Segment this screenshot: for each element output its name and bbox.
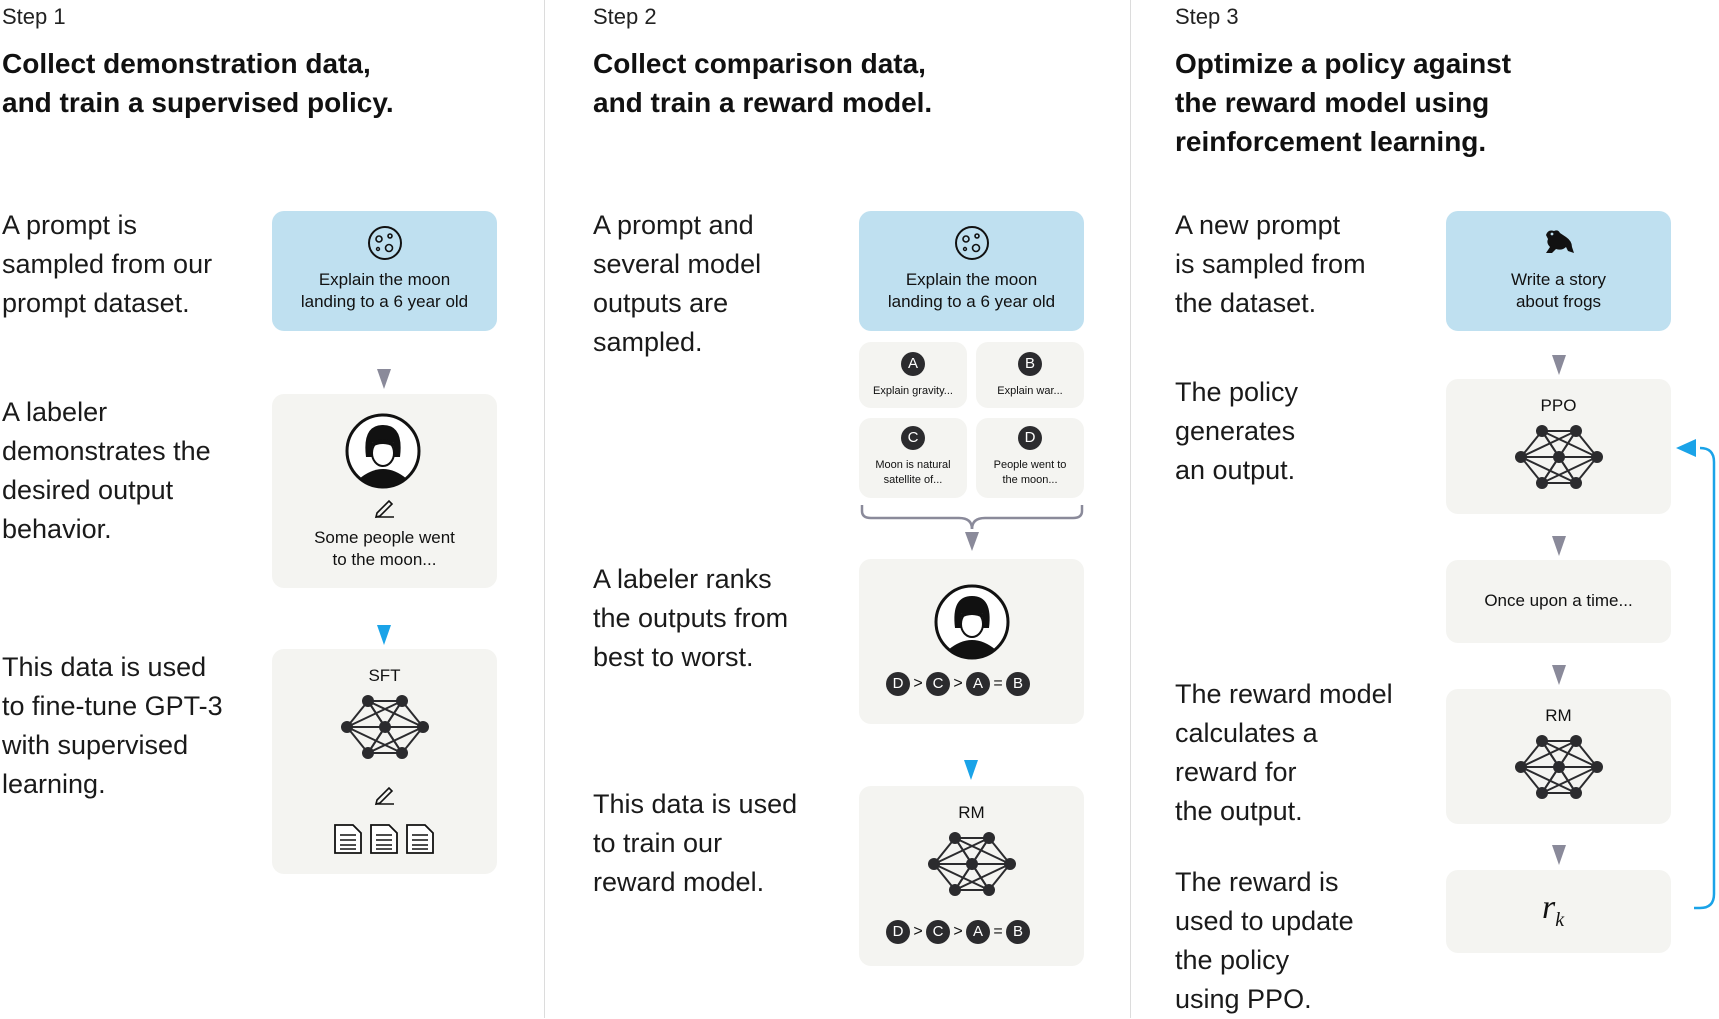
step-3-output-card: Once upon a time... (1446, 560, 1671, 643)
rank-badge: D (886, 672, 910, 696)
output-letter-badge: A (901, 352, 925, 376)
rank-badge: B (1006, 920, 1030, 944)
rank-badge: B (1006, 672, 1030, 696)
output-card-b: B Explain war... (976, 342, 1084, 408)
step-3-arrow-3 (1552, 665, 1566, 685)
rank-operator: > (953, 675, 963, 692)
rank-badge: A (966, 672, 990, 696)
ppo-label: PPO (1540, 396, 1577, 415)
step-3-ppo-card: PPO (1446, 379, 1671, 514)
rank-operator: > (913, 675, 923, 692)
rm-label: RM (958, 803, 985, 822)
labeler-avatar-icon (345, 413, 421, 489)
labeler-avatar-icon (934, 584, 1010, 660)
document-icon (334, 824, 362, 854)
rank-operator: = (993, 923, 1003, 940)
step-2-ranking-card: D > C > A = B (859, 559, 1084, 724)
step-1-arrow-2 (377, 625, 391, 645)
moon-icon (368, 226, 402, 260)
step-1-sft-card: SFT (272, 649, 497, 874)
step-2-rm-card: RM D > C > A = B (859, 786, 1084, 966)
neural-network-icon (928, 832, 1016, 896)
column-divider-1 (544, 0, 545, 1018)
step-1-arrow-1 (377, 369, 391, 389)
step-3-reward-card: rk (1446, 870, 1671, 953)
output-letter-badge: D (1018, 426, 1042, 450)
neural-network-icon (341, 695, 429, 759)
frog-icon (1546, 230, 1574, 253)
column-divider-2 (1130, 0, 1131, 1018)
step-3-arrow-2 (1552, 536, 1566, 556)
document-icon (406, 824, 434, 854)
rm-label: RM (1545, 706, 1572, 725)
step-2-label: Step 2 (593, 4, 657, 29)
output-card-a: A Explain gravity... (859, 342, 967, 408)
step-3-label: Step 3 (1175, 4, 1239, 29)
output-letter-badge: C (901, 426, 925, 450)
step-2-arrow-blue (964, 760, 978, 780)
step-1-title: Collect demonstration data,and train a s… (2, 48, 394, 118)
output-letter-badge: B (1018, 352, 1042, 376)
pencil-icon (374, 786, 394, 806)
step-2-title: Collect comparison data,and train a rewa… (593, 48, 933, 118)
sft-label: SFT (368, 666, 401, 685)
rank-operator: > (913, 923, 923, 940)
pencil-icon (374, 499, 394, 519)
step-1-label: Step 1 (2, 4, 66, 29)
neural-network-icon (1515, 425, 1603, 489)
output-text: Explain gravity... (873, 385, 953, 397)
output-text: Explain war... (997, 385, 1063, 397)
rank-operator: = (993, 675, 1003, 692)
rank-badge: D (886, 920, 910, 944)
rank-badge: C (926, 672, 950, 696)
merge-bracket (860, 505, 1084, 551)
rank-operator: > (953, 923, 963, 940)
output-text: Once upon a time... (1484, 591, 1633, 610)
rank-badge: C (926, 920, 950, 944)
feedback-loop-arrow (1676, 439, 1716, 910)
step-3-arrow-1 (1552, 355, 1566, 375)
reward-symbol: rk (1542, 889, 1565, 931)
neural-network-icon (1515, 735, 1603, 799)
step-3-arrow-4 (1552, 845, 1566, 865)
step-3-rm-card: RM (1446, 689, 1671, 824)
document-icon (370, 824, 398, 854)
moon-icon (955, 226, 989, 260)
rank-badge: A (966, 920, 990, 944)
